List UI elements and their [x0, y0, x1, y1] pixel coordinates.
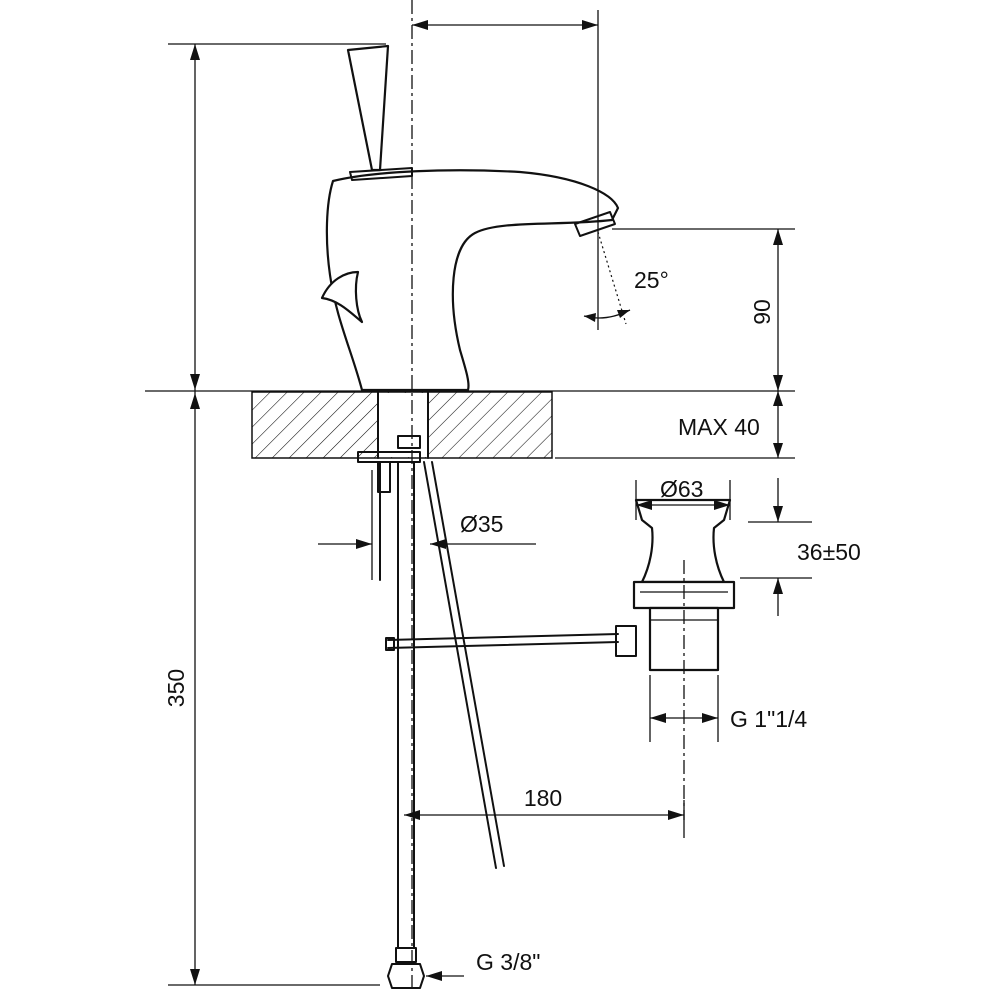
lever-handle	[346, 44, 390, 172]
waste-diameter-label: Ø63	[660, 476, 703, 502]
swivel-angle-label: 25°	[634, 267, 669, 293]
waste-flange	[634, 498, 732, 584]
spout-height-label: 90	[749, 299, 775, 325]
waste-thread-label: G 1"1/4	[730, 706, 807, 732]
dimension-deck-thickness: MAX 40	[678, 391, 783, 458]
fixing-stud	[377, 461, 391, 493]
supply-thread-label: G 3/8"	[476, 949, 540, 975]
popup-rod-2	[431, 461, 505, 867]
mounting-nut	[397, 435, 421, 449]
dimension-supply-thread: G 3/8"	[426, 949, 540, 981]
popup-rod-1	[423, 461, 497, 869]
dimension-spout-height: 90	[612, 228, 795, 391]
dimension-total-height: 350	[163, 43, 386, 986]
dimension-spout-reach	[412, 10, 599, 330]
mixer-body	[320, 44, 620, 392]
total-height-label: 350	[163, 669, 189, 707]
supply-assembly	[357, 435, 505, 989]
dimension-hole-diameter: Ø35	[318, 470, 536, 580]
deck-thickness-label: MAX 40	[678, 414, 760, 440]
linkage-connector	[615, 625, 637, 657]
dimension-waste-lift: 36±50	[740, 478, 861, 616]
pop-up-knob	[320, 270, 364, 324]
dimension-waste-thread: G 1"1/4	[649, 675, 807, 742]
waste-assembly	[385, 498, 736, 820]
dimension-swivel-angle: 25°	[583, 231, 669, 325]
dimension-waste-diameter: Ø63	[635, 476, 731, 520]
linkage-clip	[385, 637, 395, 651]
faucet-outline	[325, 169, 620, 392]
supply-hex-nut	[387, 963, 425, 989]
supply-hose-end	[395, 947, 417, 963]
waste-distance-label: 180	[524, 785, 562, 811]
dimension-waste-distance: 180	[404, 785, 685, 838]
hole-diameter-label: Ø35	[460, 511, 503, 537]
mounting-plate	[357, 451, 421, 463]
waste-lift-label: 36±50	[797, 539, 861, 565]
